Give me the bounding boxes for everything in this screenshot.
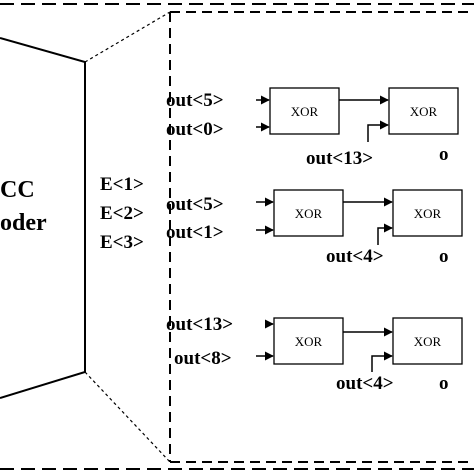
zoom-line-top: [84, 11, 171, 63]
row1-xor-gate-1-label: XOR: [291, 104, 319, 119]
row2-side-input-label: out<4>: [326, 246, 384, 267]
row3-xor-gate-2-label: XOR: [414, 334, 442, 349]
row3-xor-gate-1: [273, 317, 344, 365]
xor-chain-row-2: out<5> out<1> XOR XOR out<4> o: [166, 189, 463, 267]
row2-xor-gate-2: [392, 189, 463, 237]
row2-input-bottom-label: out<1>: [166, 222, 224, 243]
row3-side-input-label: out<4>: [336, 373, 394, 394]
row2-input-top-label: out<5>: [166, 194, 224, 215]
row1-next-input-label: o: [439, 144, 449, 165]
decoder-output-e2: E<2>: [100, 203, 144, 224]
row3-side-input-arrow: [371, 351, 393, 372]
xor-chain-row-1: out<5> out<0> XOR XOR out<13> o: [166, 87, 459, 169]
row2-xor-gate-1-label: XOR: [295, 206, 323, 221]
decoder-output-e1: E<1>: [100, 174, 144, 195]
row1-input-top-label: out<5>: [166, 90, 224, 111]
row1-xor-gate-2: [388, 87, 459, 135]
row1-side-input-label: out<13>: [306, 148, 373, 169]
zoom-line-bottom: [84, 371, 171, 463]
row2-next-input-label: o: [439, 246, 449, 267]
row1-input-bottom-label: out<0>: [166, 119, 224, 140]
xor-chain-row-3: out<13> out<8> XOR XOR out<4> o: [166, 314, 463, 394]
row3-input-bottom-label: out<8>: [174, 348, 232, 369]
row2-side-input-arrow: [377, 223, 393, 245]
decoder-block: [0, 37, 86, 399]
row2-xor-gate-2-label: XOR: [414, 206, 442, 221]
row3-next-input-label: o: [439, 373, 449, 394]
row1-xor-gate-2-label: XOR: [410, 104, 438, 119]
decoder-output-e3: E<3>: [100, 232, 144, 253]
row1-xor-gate-1: [269, 87, 340, 135]
row1-side-input-arrow: [367, 120, 389, 142]
row2-xor-gate-1: [273, 189, 344, 237]
row3-input-top-label: out<13>: [166, 314, 233, 335]
decoder-title-line1: CC: [0, 177, 35, 203]
decoder-title-line2: oder: [0, 210, 47, 236]
row3-xor-gate-1-label: XOR: [295, 334, 323, 349]
row3-xor-gate-2: [392, 317, 463, 365]
